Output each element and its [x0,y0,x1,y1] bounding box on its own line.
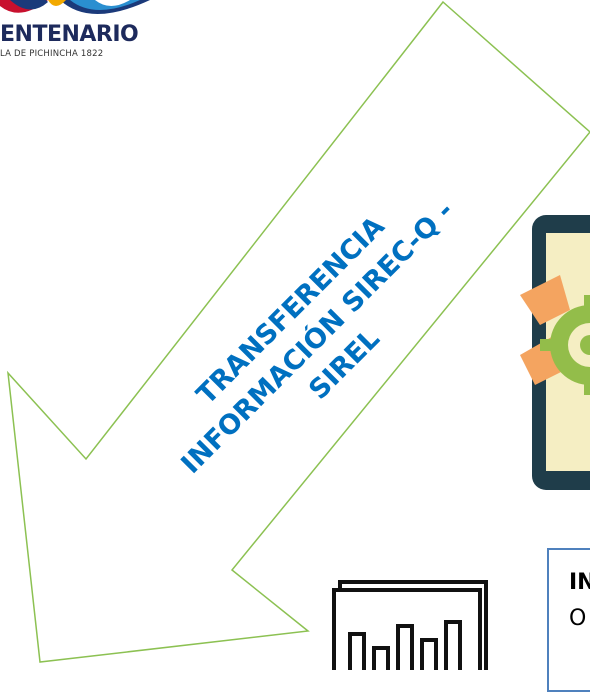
info-box: IN O [547,548,590,692]
tablet-illustration [520,215,590,490]
logo-title: ENTENARIO [0,22,139,47]
info-box-title: IN [569,570,590,595]
bar-chart-document-icon [330,578,490,688]
transfer-arrow [6,0,590,663]
arrow-shape [6,0,590,663]
gear-icon [540,295,590,395]
centenario-logo: ENTENARIO LA DE PICHINCHA 1822 [0,0,160,72]
info-box-subtitle: O [569,606,587,631]
logo-emblem-icon [0,0,150,14]
logo-subtitle: LA DE PICHINCHA 1822 [0,49,104,59]
